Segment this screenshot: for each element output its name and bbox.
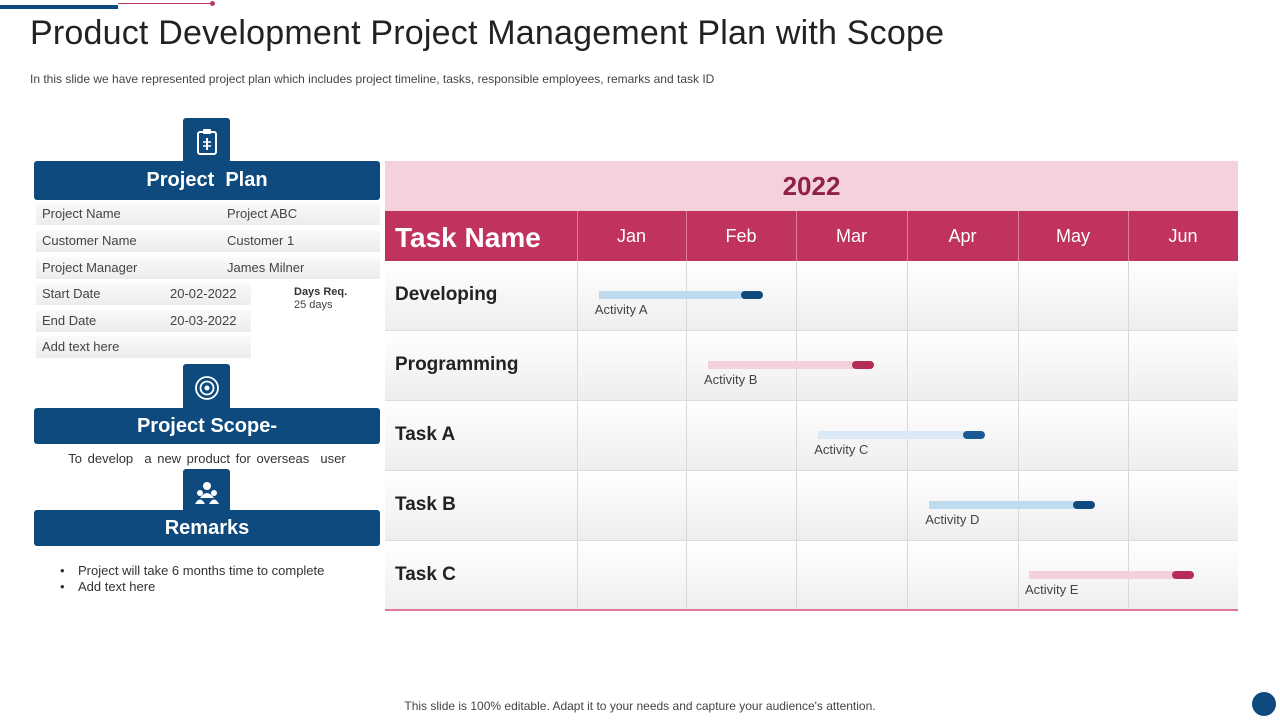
header-divider — [796, 211, 797, 261]
info-row-end-date: End Date 20-03-2022 — [36, 310, 251, 332]
activity-bar — [708, 361, 874, 369]
top-accent-dot — [210, 1, 215, 6]
activity-label: Activity A — [594, 302, 648, 317]
header-divider — [1128, 211, 1129, 261]
grid-line — [1128, 261, 1129, 611]
page-title: Product Development Project Management P… — [30, 14, 945, 52]
info-value: Customer 1 — [227, 233, 295, 248]
task-row — [385, 261, 1238, 331]
activity-bar — [818, 431, 985, 439]
top-accent-line — [118, 3, 213, 4]
info-label: Project Manager — [42, 260, 138, 275]
activity-label: Activity D — [925, 512, 980, 527]
month-header: Feb — [725, 225, 757, 246]
month-header: Apr — [948, 225, 977, 246]
info-row-project-name: Project Name Project ABC — [36, 203, 380, 225]
task-label: Programming — [395, 354, 519, 375]
project-plan-heading: Project Plan — [146, 169, 268, 191]
task-label: Task A — [395, 424, 456, 445]
header-divider — [1018, 211, 1019, 261]
header-divider — [577, 211, 578, 261]
task-row — [385, 471, 1238, 541]
project-plan-header: Project Plan — [34, 161, 380, 200]
activity-bar — [929, 501, 1095, 509]
info-value: Project ABC — [227, 206, 298, 221]
activity-label: Activity B — [704, 372, 758, 387]
remark-item: Add text here — [60, 579, 324, 595]
task-label: Developing — [395, 284, 498, 305]
month-header: Jan — [616, 225, 647, 246]
year-label: 2022 — [782, 170, 841, 201]
project-scope-text: To develop a new product for overseas us… — [68, 451, 346, 466]
page-indicator — [1252, 692, 1276, 716]
task-label: Task B — [395, 494, 456, 515]
remarks-list: Project will take 6 months time to compl… — [60, 563, 324, 595]
task-name-header: Task Name — [395, 222, 541, 253]
footer-note: This slide is 100% editable. Adapt it to… — [404, 699, 876, 713]
grid-line — [1018, 261, 1019, 611]
activity-label: Activity C — [814, 442, 869, 457]
info-label: Add text here — [42, 339, 120, 354]
info-label: Customer Name — [42, 233, 137, 248]
activity-bar — [1029, 571, 1194, 579]
task-label: Task C — [395, 564, 456, 585]
info-label: Start Date — [42, 286, 101, 301]
grid-line — [796, 261, 797, 611]
info-value: 20-03-2022 — [170, 313, 237, 328]
task-row — [385, 401, 1238, 471]
gantt-bottom-line — [385, 609, 1238, 611]
project-scope-header: Project Scope- — [34, 408, 380, 444]
month-header: Mar — [836, 225, 867, 246]
header-divider — [686, 211, 687, 261]
info-value: 20-02-2022 — [170, 286, 237, 301]
project-scope-heading: Project Scope- — [136, 414, 278, 437]
info-label: End Date — [42, 313, 97, 328]
month-header: Jun — [1168, 225, 1198, 246]
info-value: James Milner — [227, 260, 305, 275]
days-required-label: Days Req. — [294, 286, 348, 298]
remarks-heading: Remarks — [164, 516, 250, 539]
grid-line — [577, 261, 578, 611]
header-divider — [907, 211, 908, 261]
activity-bar — [598, 291, 763, 299]
info-row-start-date: Start Date 20-02-2022 — [36, 283, 251, 305]
info-row-project-manager: Project Manager James Milner — [36, 257, 380, 279]
remark-item: Project will take 6 months time to compl… — [60, 563, 324, 579]
gantt-header — [385, 211, 1238, 261]
days-required-value: 25 days — [294, 299, 333, 311]
activity-label: Activity E — [1025, 582, 1079, 597]
clipboard-icon — [183, 118, 230, 165]
grid-line — [686, 261, 687, 611]
top-accent-bar — [0, 5, 118, 9]
info-row-customer-name: Customer Name Customer 1 — [36, 230, 380, 252]
people-icon — [183, 469, 230, 516]
year-band: 2022 — [385, 161, 1238, 211]
target-icon — [183, 364, 230, 411]
info-row-add-text: Add text here — [36, 336, 251, 358]
info-label: Project Name — [42, 206, 121, 221]
month-header: May — [1055, 225, 1090, 246]
page-subtitle: In this slide we have represented projec… — [30, 72, 715, 86]
remarks-header: Remarks — [34, 510, 380, 546]
